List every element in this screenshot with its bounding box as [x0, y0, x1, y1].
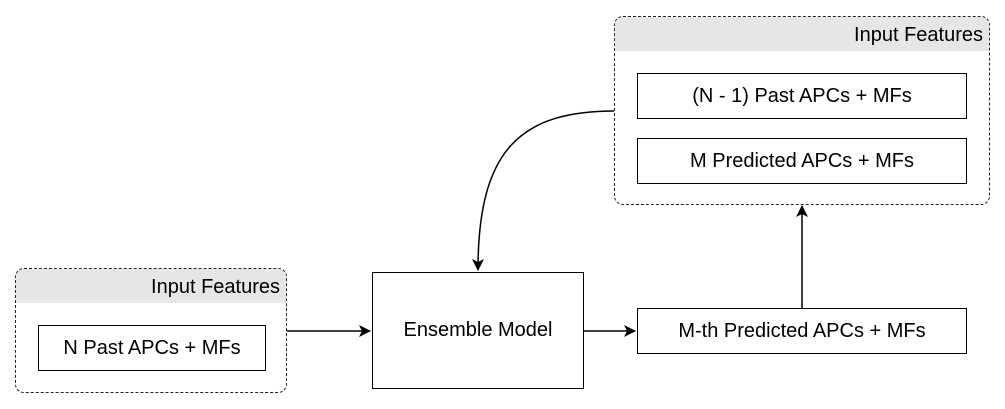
ensemble-model-box: Ensemble Model: [372, 272, 584, 389]
top-input-features-group: Input Features (N - 1) Past APCs + MFs M…: [614, 16, 990, 205]
top-group-item-n-minus-1-past: (N - 1) Past APCs + MFs: [637, 73, 967, 119]
left-input-features-group: Input Features N Past APCs + MFs: [15, 268, 287, 393]
left-group-item-n-past: N Past APCs + MFs: [38, 325, 266, 371]
left-group-title: Input Features: [16, 269, 286, 303]
arrow-feedback-to-model: [472, 110, 616, 271]
top-group-title: Input Features: [615, 17, 989, 51]
top-group-item-m-predicted: M Predicted APCs + MFs: [637, 138, 967, 184]
mth-predicted-box: M-th Predicted APCs + MFs: [637, 308, 967, 354]
